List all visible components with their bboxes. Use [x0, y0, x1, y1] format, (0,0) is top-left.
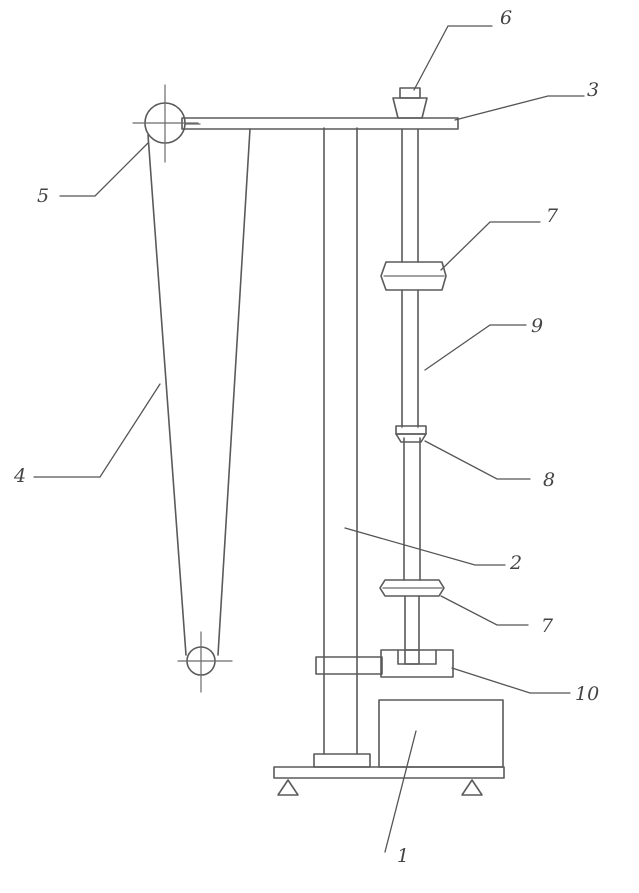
label-4: 4 [13, 465, 26, 487]
label-6: 6 [500, 7, 512, 29]
label-7-lower: 7 [541, 615, 554, 637]
top-arm [181, 117, 459, 130]
label-7-upper: 7 [546, 205, 559, 227]
column [313, 127, 383, 768]
drive-coupling [380, 649, 454, 678]
label-2: 2 [509, 552, 522, 574]
cable-loop [147, 128, 251, 656]
bottom-pulley [177, 631, 233, 693]
label-5: 5 [37, 185, 49, 207]
lower-clamp [379, 579, 445, 597]
label-8: 8 [543, 469, 555, 491]
label-9: 9 [531, 315, 543, 337]
upper-clamp [380, 261, 447, 291]
label-3: 3 [587, 79, 599, 101]
base-plate [273, 766, 505, 796]
top-bearing [392, 87, 428, 119]
vertical-shaft [401, 128, 421, 651]
leader-lines [33, 25, 585, 853]
base-box [378, 699, 504, 768]
label-10: 10 [575, 683, 599, 705]
top-pulley [132, 84, 199, 163]
label-1: 1 [397, 845, 409, 867]
middle-clamp [395, 425, 427, 443]
